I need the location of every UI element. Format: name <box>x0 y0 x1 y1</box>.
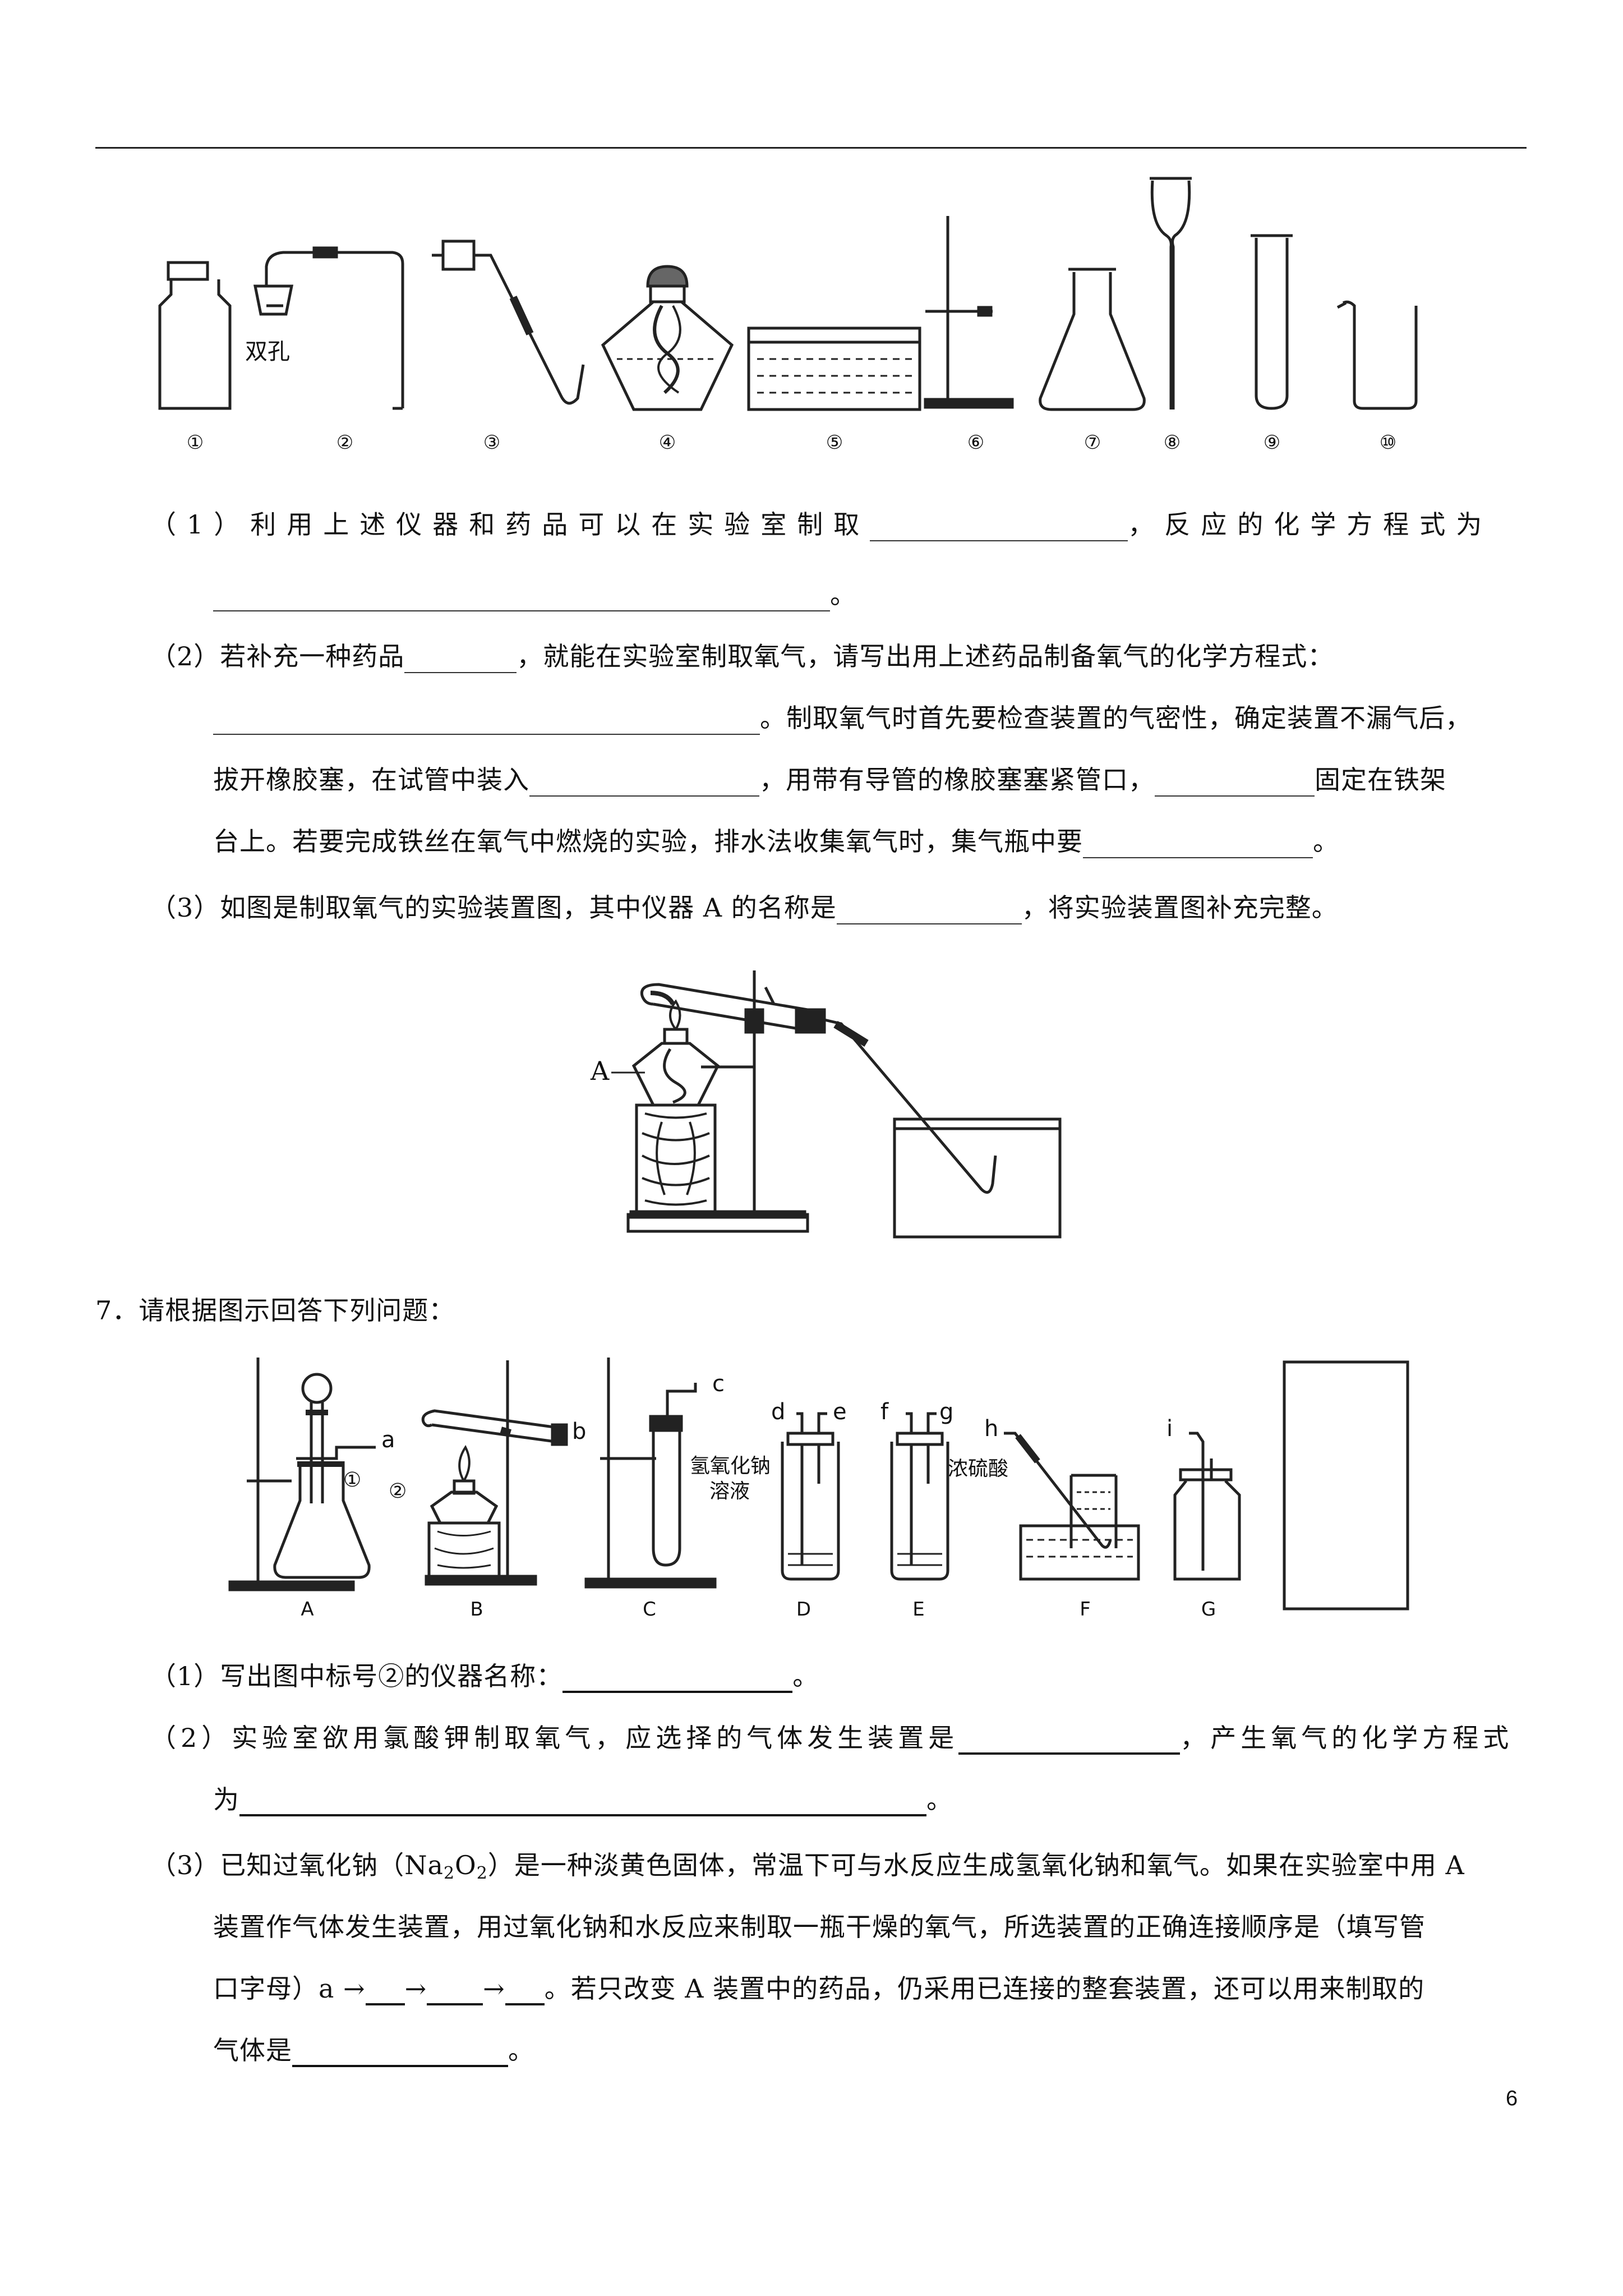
answer-blank[interactable] <box>1155 769 1315 797</box>
apparatus-e <box>890 1412 949 1581</box>
long-neck-funnel-icon <box>1150 177 1192 409</box>
svg-text:c: c <box>712 1371 725 1397</box>
svg-text:D: D <box>796 1598 811 1621</box>
apparatus-label-a: A <box>590 1056 610 1086</box>
answer-blank[interactable] <box>404 645 517 673</box>
q7-part3-line4: 气体是。 <box>213 2033 534 2067</box>
apparatus-letters: A B C D E F G <box>301 1598 1216 1621</box>
q7-part3-line2: 装置作气体发生装置，用过氧化钠和水反应来制取一瓶干燥的氧气，所选装置的正确连接顺… <box>213 1912 1426 1942</box>
apparatus-g <box>1173 1432 1241 1581</box>
svg-text:浓硫酸: 浓硫酸 <box>948 1457 1008 1480</box>
svg-text:②: ② <box>389 1480 407 1503</box>
svg-text:e: e <box>833 1399 847 1425</box>
gas-apparatus-figure: a b c d e f g h i ① ② 氢氧化钠 溶液 浓硫酸 A B C … <box>228 1358 1409 1621</box>
stopper-tube-icon <box>432 240 585 405</box>
q7-part3-line1: （3）已知过氧化钠（Na2O2）是一种淡黄色固体，常温下可与水反应生成氢氧化钠和… <box>150 1850 1465 1883</box>
svg-text:⑦: ⑦ <box>1084 431 1101 454</box>
svg-text:②: ② <box>336 431 353 454</box>
svg-text:④: ④ <box>659 431 676 454</box>
svg-text:h: h <box>984 1416 998 1442</box>
answer-blank[interactable] <box>213 707 760 735</box>
q7-part3-line3: 口字母）a →→→。若只改变 A 装置中的药品，仍采用已连接的整套装置，还可以用… <box>213 1972 1424 2005</box>
iron-stand-icon <box>924 216 1014 409</box>
q7-part2-line1: （2）实验室欲用氯酸钾制取氧气，应选择的气体发生装置是，产生氧气的化学方程式 <box>150 1721 1513 1755</box>
answer-blank[interactable] <box>870 513 1128 541</box>
water-trough-icon <box>893 1117 1062 1239</box>
svg-text:i: i <box>1166 1416 1173 1442</box>
answer-blank[interactable] <box>529 769 759 797</box>
svg-text:A: A <box>301 1598 313 1621</box>
answer-blank[interactable] <box>292 2038 508 2067</box>
svg-text:⑤: ⑤ <box>826 431 843 454</box>
svg-text:f: f <box>880 1399 889 1425</box>
conical-flask-icon <box>1039 268 1146 411</box>
marker-labels: ① ② <box>343 1469 407 1503</box>
svg-text:B: B <box>470 1598 483 1621</box>
svg-text:①: ① <box>187 431 204 454</box>
svg-text:g: g <box>939 1399 953 1425</box>
answer-blank[interactable] <box>836 896 1022 924</box>
header-rule <box>95 147 1527 149</box>
q6-part3-line1: （3）如图是制取氧气的实验装置图，其中仪器 A 的名称是，将实验装置图补充完整。 <box>150 891 1338 924</box>
answer-blank[interactable] <box>562 1664 793 1693</box>
two-hole-stopper-icon <box>253 246 404 410</box>
svg-text:⑥: ⑥ <box>967 431 984 454</box>
q6-part2-line3: 拔开橡胶塞，在试管中装入，用带有导管的橡胶塞塞紧管口，固定在铁架 <box>213 763 1446 797</box>
svg-text:①: ① <box>343 1469 361 1492</box>
page-number: 6 <box>1506 2087 1518 2110</box>
apparatus-f <box>1004 1432 1140 1581</box>
answer-blank[interactable] <box>239 1787 926 1816</box>
beaker-icon <box>1336 300 1418 410</box>
svg-text:G: G <box>1201 1598 1216 1621</box>
apparatus-c <box>584 1358 717 1589</box>
answer-blank[interactable] <box>427 1976 483 2005</box>
svg-text:F: F <box>1080 1598 1091 1621</box>
q6-part2-line2: 。制取氧气时首先要检查装置的气密性，确定装置不漏气后， <box>213 701 1472 735</box>
svg-text:⑨: ⑨ <box>1264 431 1280 454</box>
apparatus-a <box>228 1358 376 1591</box>
answer-blank[interactable] <box>213 583 830 611</box>
q6-part2-line4: 台上。若要完成铁丝在氧气中燃烧的实验，排水法收集氧气时，集气瓶中要。 <box>213 825 1339 858</box>
q7-part1: （1）写出图中标号②的仪器名称：。 <box>150 1659 819 1693</box>
apparatus-figure: 双孔 ① ② ③ ④ ⑤ ⑥ ⑦ ⑧ ⑨ ⑩ <box>158 177 1418 454</box>
alcohol-lamp-icon <box>601 265 734 411</box>
svg-text:⑧: ⑧ <box>1164 431 1181 454</box>
svg-text:E: E <box>912 1598 924 1621</box>
svg-text:溶液: 溶液 <box>709 1480 750 1503</box>
svg-text:a: a <box>381 1427 395 1453</box>
svg-text:b: b <box>572 1419 586 1444</box>
q6-part2-line1: （2）若补充一种药品，就能在实验室制取氧气，请写出用上述药品制备氧气的化学方程式… <box>150 639 1334 673</box>
answer-blank[interactable] <box>958 1726 1181 1755</box>
svg-text:C: C <box>643 1598 656 1621</box>
svg-text:⑩: ⑩ <box>1380 431 1396 454</box>
svg-text:③: ③ <box>483 431 500 454</box>
empty-box <box>1283 1360 1409 1611</box>
wide-mouth-bottle-icon <box>158 261 232 410</box>
q6-part1-line1: （1）利用上述仪器和药品可以在实验室制取，反应的化学方程式为 <box>150 508 1492 541</box>
apparatus-d <box>781 1412 840 1581</box>
water-trough-icon <box>747 326 921 411</box>
svg-text:氢氧化钠: 氢氧化钠 <box>690 1455 771 1478</box>
answer-blank[interactable] <box>505 1976 545 2005</box>
test-tube-icon <box>1251 234 1293 410</box>
wooden-block-icon <box>635 1103 717 1213</box>
oxygen-setup-figure: A <box>590 970 1062 1239</box>
answer-blank[interactable] <box>365 1976 405 2005</box>
apparatus-b <box>421 1360 568 1586</box>
test-tube-icon <box>640 983 826 1034</box>
q7-part2-line2: 为。 <box>213 1783 953 1816</box>
q7-title: 7．请根据图示回答下列问题： <box>95 1295 455 1326</box>
stopper-label: 双孔 <box>245 339 290 365</box>
answer-blank[interactable] <box>1083 830 1313 858</box>
apparatus-numbers: ① ② ③ ④ ⑤ ⑥ ⑦ ⑧ ⑨ ⑩ <box>187 431 1396 454</box>
svg-text:d: d <box>771 1399 785 1425</box>
q6-part1-line2: 。 <box>213 578 856 611</box>
port-labels: a b c d e f g h i <box>381 1371 1173 1453</box>
reagent-labels: 氢氧化钠 溶液 浓硫酸 <box>690 1455 1008 1503</box>
